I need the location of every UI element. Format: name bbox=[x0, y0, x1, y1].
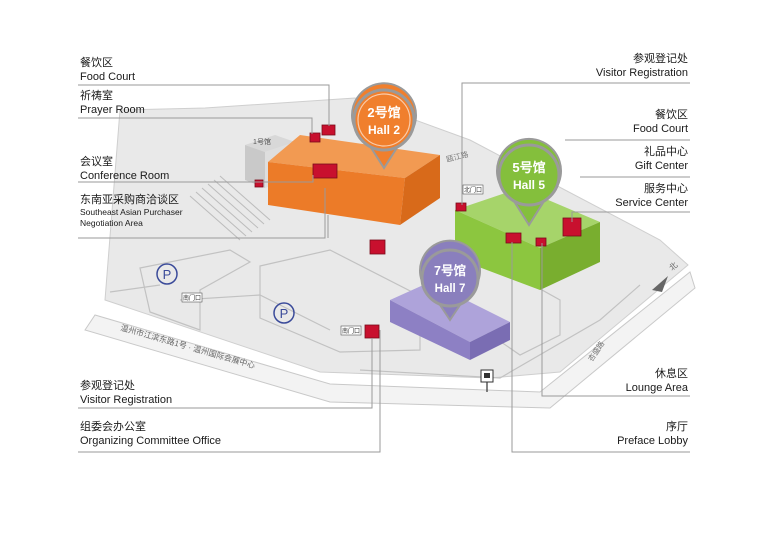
marker-prayer-room[interactable] bbox=[309, 132, 321, 143]
hall-2-name-zh: 2号馆 bbox=[367, 105, 400, 120]
hall-2-building[interactable] bbox=[268, 135, 440, 225]
parking-label-1: P bbox=[163, 267, 172, 282]
label-purchaser-area: 东南亚采购商洽谈区 Southeast Asian Purchaser Nego… bbox=[80, 194, 183, 228]
parking-label-2: P bbox=[280, 306, 289, 321]
marker-visitor-reg-right[interactable] bbox=[455, 202, 467, 212]
bus-stop-icon bbox=[480, 369, 494, 392]
main-road bbox=[84, 271, 696, 409]
marker-purchaser-area[interactable] bbox=[254, 179, 264, 188]
gate-label-1: 南门口 bbox=[183, 294, 201, 302]
marker-visitor-reg-left[interactable] bbox=[364, 324, 380, 339]
hall-7-name-zh: 7号馆 bbox=[434, 263, 466, 278]
hall-2-pin[interactable] bbox=[351, 82, 417, 170]
hall-7-name-en: Hall 7 bbox=[435, 283, 466, 295]
leader-lines-right bbox=[461, 82, 690, 453]
hall-5-name-zh: 5号馆 bbox=[512, 160, 545, 175]
leader-lines-left bbox=[78, 84, 381, 453]
marker-food-court-right[interactable] bbox=[505, 232, 522, 244]
gates: 南门口 北门口 南门口 bbox=[181, 184, 484, 336]
hall-5-name-en: Hall 5 bbox=[513, 178, 545, 192]
north-arrow-icon: 北 bbox=[652, 260, 679, 292]
hall-1-label: 1号馆 bbox=[253, 137, 271, 146]
parking-signs: P P bbox=[156, 263, 295, 324]
gate-label-2: 北门口 bbox=[464, 186, 482, 194]
stairs bbox=[189, 175, 271, 241]
gate-label-3: 南门口 bbox=[342, 327, 360, 335]
marker-conference-room[interactable] bbox=[312, 163, 338, 179]
facility-markers bbox=[254, 124, 582, 339]
north-label: 北 bbox=[668, 260, 680, 272]
marker-hall2-gate[interactable] bbox=[369, 239, 386, 255]
hall-2-name-en: Hall 2 bbox=[368, 123, 400, 137]
marker-food-court-left[interactable] bbox=[321, 124, 336, 136]
hall-5-pin[interactable] bbox=[496, 137, 562, 227]
marker-gift-center[interactable] bbox=[535, 237, 547, 247]
hall-7-pin[interactable] bbox=[419, 239, 481, 322]
